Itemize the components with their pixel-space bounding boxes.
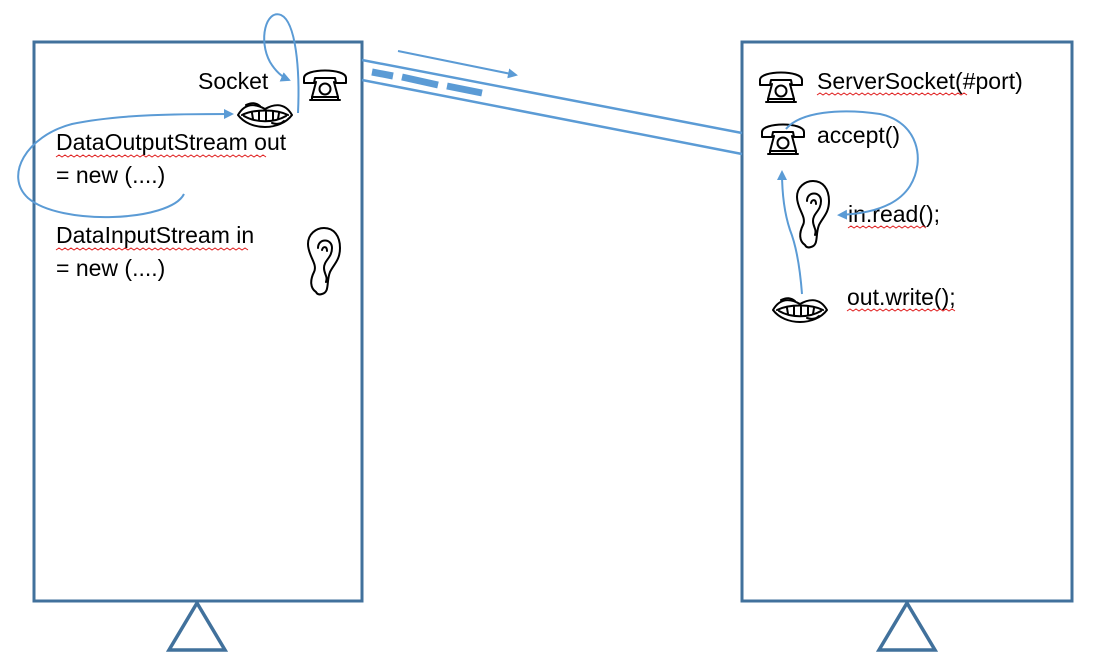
client-base: [165, 599, 229, 652]
spellcheck-underline: [847, 225, 927, 229]
output-stream-init: = new (....): [56, 162, 165, 188]
data-packet: [401, 73, 439, 89]
connection-line-bottom: [361, 78, 743, 156]
connection-line-top: [361, 58, 743, 135]
accept-label: accept(): [817, 122, 900, 148]
client-box: [32, 40, 364, 603]
data-packet: [371, 68, 394, 80]
spellcheck-underline: [55, 247, 249, 251]
socket-to-phone-arrow: [263, 13, 300, 114]
spellcheck-underline: [846, 308, 956, 312]
direction-arrow: [397, 50, 518, 79]
server-socket-label: ServerSocket(#port): [817, 68, 1023, 94]
input-stream-init: = new (....): [56, 255, 165, 281]
client-socket-label: Socket: [198, 68, 269, 94]
accept-to-read-arrow: [785, 110, 919, 220]
connection-channel: [361, 50, 743, 156]
stream-to-mouth-arrow: [17, 109, 234, 218]
input-stream-label: DataInputStream in: [56, 222, 254, 248]
spellcheck-underline: [816, 92, 968, 96]
spellcheck-underline: [55, 154, 267, 158]
data-packet: [446, 82, 483, 97]
server-base: [875, 599, 939, 652]
write-to-accept-arrow: [777, 170, 803, 295]
read-label: in.read();: [848, 201, 940, 227]
output-stream-label: DataOutputStream out: [56, 129, 287, 155]
write-label: out.write();: [847, 284, 956, 310]
